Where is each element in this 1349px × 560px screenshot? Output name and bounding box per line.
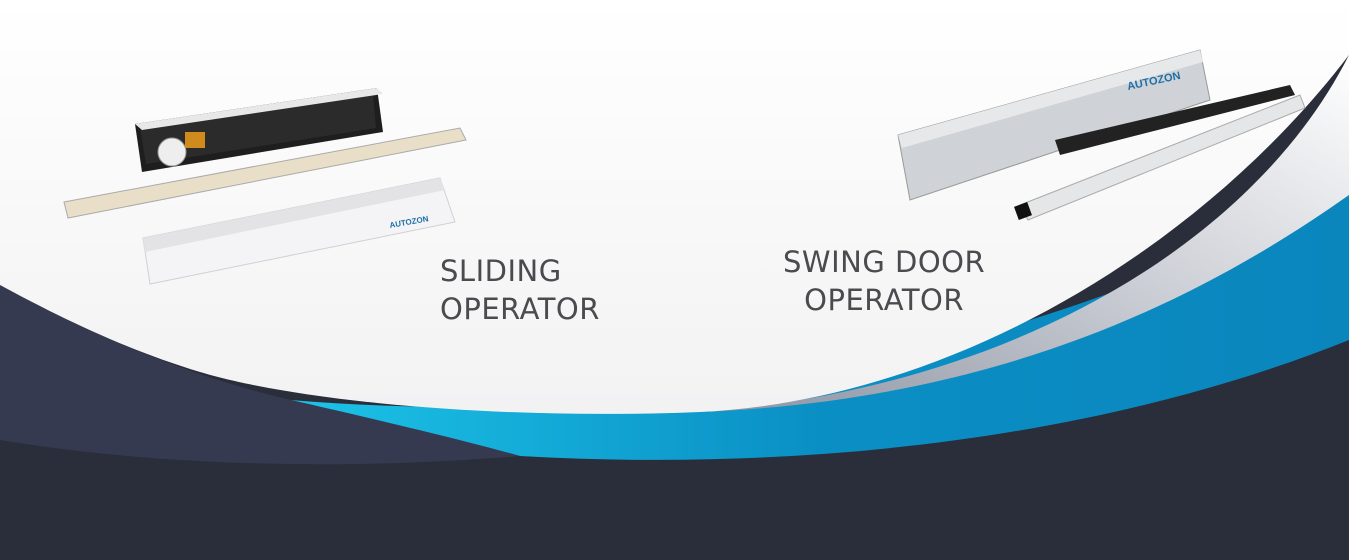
sliding-label-line2: OPERATOR <box>440 292 600 326</box>
dark-left-lobe <box>0 285 520 465</box>
swing-label-line1: SWING DOOR <box>783 245 986 279</box>
swing-label-line2: OPERATOR <box>804 283 965 317</box>
swing-door-operator-label: SWING DOOR OPERATOR <box>783 243 985 319</box>
sliding-operator-label: SLIDING OPERATOR <box>440 252 600 328</box>
swing-door-operator-image: AUTOZON <box>897 49 1306 221</box>
sliding-operator-image: AUTOZON <box>63 88 467 285</box>
blue-wave <box>290 190 1349 460</box>
sliding-label-line1: SLIDING <box>440 254 562 288</box>
silver-sweep <box>700 55 1349 412</box>
